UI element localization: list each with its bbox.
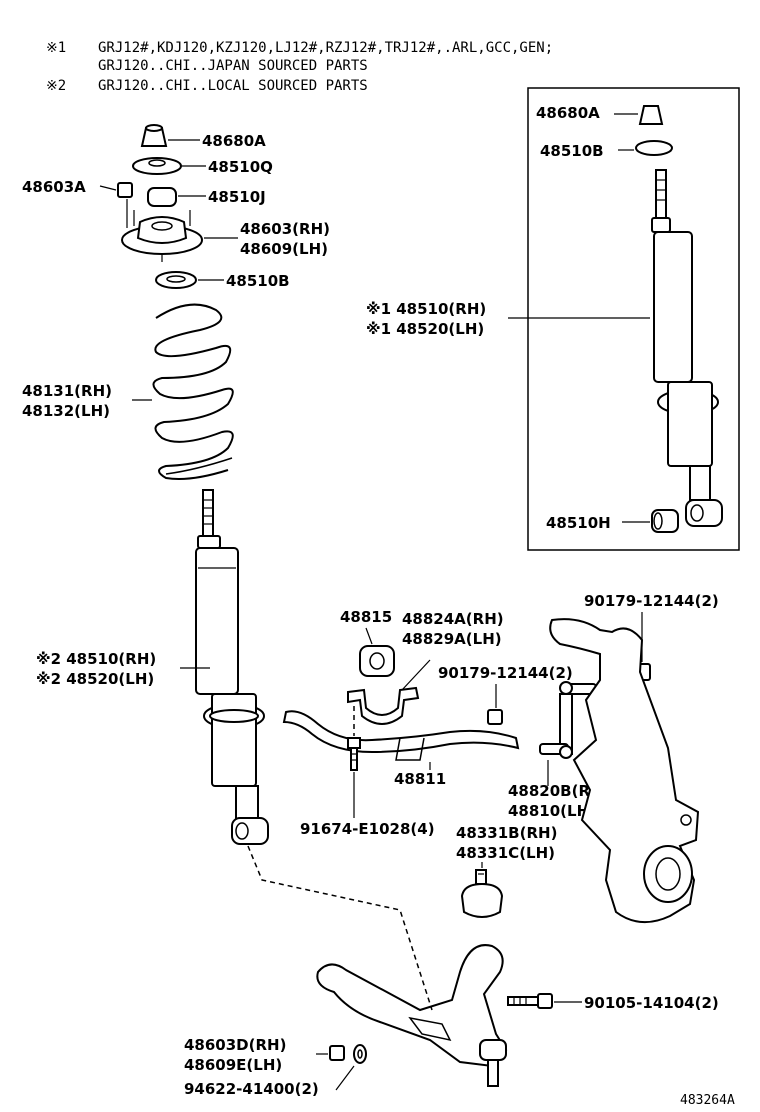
box-nut-48680a[interactable] <box>638 105 664 125</box>
bump-stop-48510j[interactable] <box>147 187 177 207</box>
label-90179-middle: 90179-12144(2) <box>438 664 573 682</box>
stabilizer-bushing-48815[interactable] <box>359 645 395 677</box>
alternate-shock-box <box>527 87 740 551</box>
label-48331c-lh: 48331C(LH) <box>456 844 555 862</box>
label-48132-lh: 48132(LH) <box>22 402 110 420</box>
note-1-line-2: GRJ120..CHI..JAPAN SOURCED PARTS <box>98 58 368 74</box>
label-48824a-rh: 48824A(RH) <box>402 610 504 628</box>
label-48520-lh-note2: ※2 48520(LH) <box>36 670 154 688</box>
label-48829a-lh: 48829A(LH) <box>402 630 502 648</box>
label-48810-lh: 48810(LH) <box>508 802 596 820</box>
stabilizer-bar-48811[interactable] <box>282 710 520 761</box>
label-48331b-rh: 48331B(RH) <box>456 824 557 842</box>
label-94622: 94622-41400(2) <box>184 1080 319 1098</box>
label-48680a-top: 48680A <box>202 132 266 150</box>
box-shock-absorber[interactable] <box>651 169 723 527</box>
note-1-mark: ※1 <box>46 40 66 56</box>
label-box-48510h: 48510H <box>546 514 611 532</box>
label-48603-rh: 48603(RH) <box>240 220 330 238</box>
mount-washer-48510q[interactable] <box>132 157 182 175</box>
label-box-48510b: 48510B <box>540 142 604 160</box>
stabilizer-link-48820b[interactable] <box>539 681 597 759</box>
bolt-90105[interactable] <box>507 993 553 1009</box>
label-48811: 48811 <box>394 770 446 788</box>
ball-joint-48331b[interactable] <box>460 869 504 918</box>
nut-48603a[interactable] <box>117 182 133 228</box>
strut-mount-48603[interactable] <box>121 210 203 262</box>
label-box-48680a: 48680A <box>536 104 600 122</box>
diagram-id: 483264A <box>680 1093 735 1108</box>
box-bushing-48510h[interactable] <box>651 509 679 533</box>
label-48603a: 48603A <box>22 178 86 196</box>
note-2-mark: ※2 <box>46 78 66 94</box>
coil-spring-48131[interactable] <box>152 303 234 480</box>
stabilizer-bracket-48824a[interactable] <box>347 686 420 725</box>
assembly-guide-line <box>247 845 433 1011</box>
label-48820b-rh: 48820B(RH) <box>508 782 609 800</box>
label-48510-rh-note2: ※2 48510(RH) <box>36 650 156 668</box>
label-box-48510-rh: ※1 48510(RH) <box>366 300 486 318</box>
label-91674: 91674-E1028(4) <box>300 820 435 838</box>
bolt-91674[interactable] <box>347 737 361 771</box>
nut-90179-middle[interactable] <box>487 709 503 725</box>
label-48609e-lh: 48609E(LH) <box>184 1056 282 1074</box>
label-48815: 48815 <box>340 608 392 626</box>
label-48609-lh: 48609(LH) <box>240 240 328 258</box>
label-48510q: 48510Q <box>208 158 273 176</box>
spring-seat-48510b[interactable] <box>155 271 197 289</box>
label-48510j: 48510J <box>208 188 266 206</box>
label-90105: 90105-14104(2) <box>584 994 719 1012</box>
label-48510b-left: 48510B <box>226 272 290 290</box>
steering-knuckle[interactable] <box>549 618 700 923</box>
nut-48603d[interactable] <box>329 1045 345 1061</box>
upper-mount-nut-48680a[interactable] <box>140 124 168 147</box>
label-90179-top: 90179-12144(2) <box>584 592 719 610</box>
note-2-line-1: GRJ120..CHI..LOCAL SOURCED PARTS <box>98 78 368 94</box>
notes-header: ※1 GRJ12#,KDJ120,KZJ120,LJ12#,RZJ12#,TRJ… <box>46 40 553 94</box>
label-48131-rh: 48131(RH) <box>22 382 112 400</box>
shock-absorber-48510-left[interactable] <box>195 489 269 845</box>
label-48603d-rh: 48603D(RH) <box>184 1036 286 1054</box>
label-box-48520-lh: ※1 48520(LH) <box>366 320 484 338</box>
note-1-line-1: GRJ12#,KDJ120,KZJ120,LJ12#,RZJ12#,TRJ12#… <box>98 40 553 56</box>
box-seat-48510b[interactable] <box>635 140 673 156</box>
lower-control-arm[interactable] <box>316 944 508 1087</box>
washer-94622[interactable] <box>353 1044 367 1064</box>
